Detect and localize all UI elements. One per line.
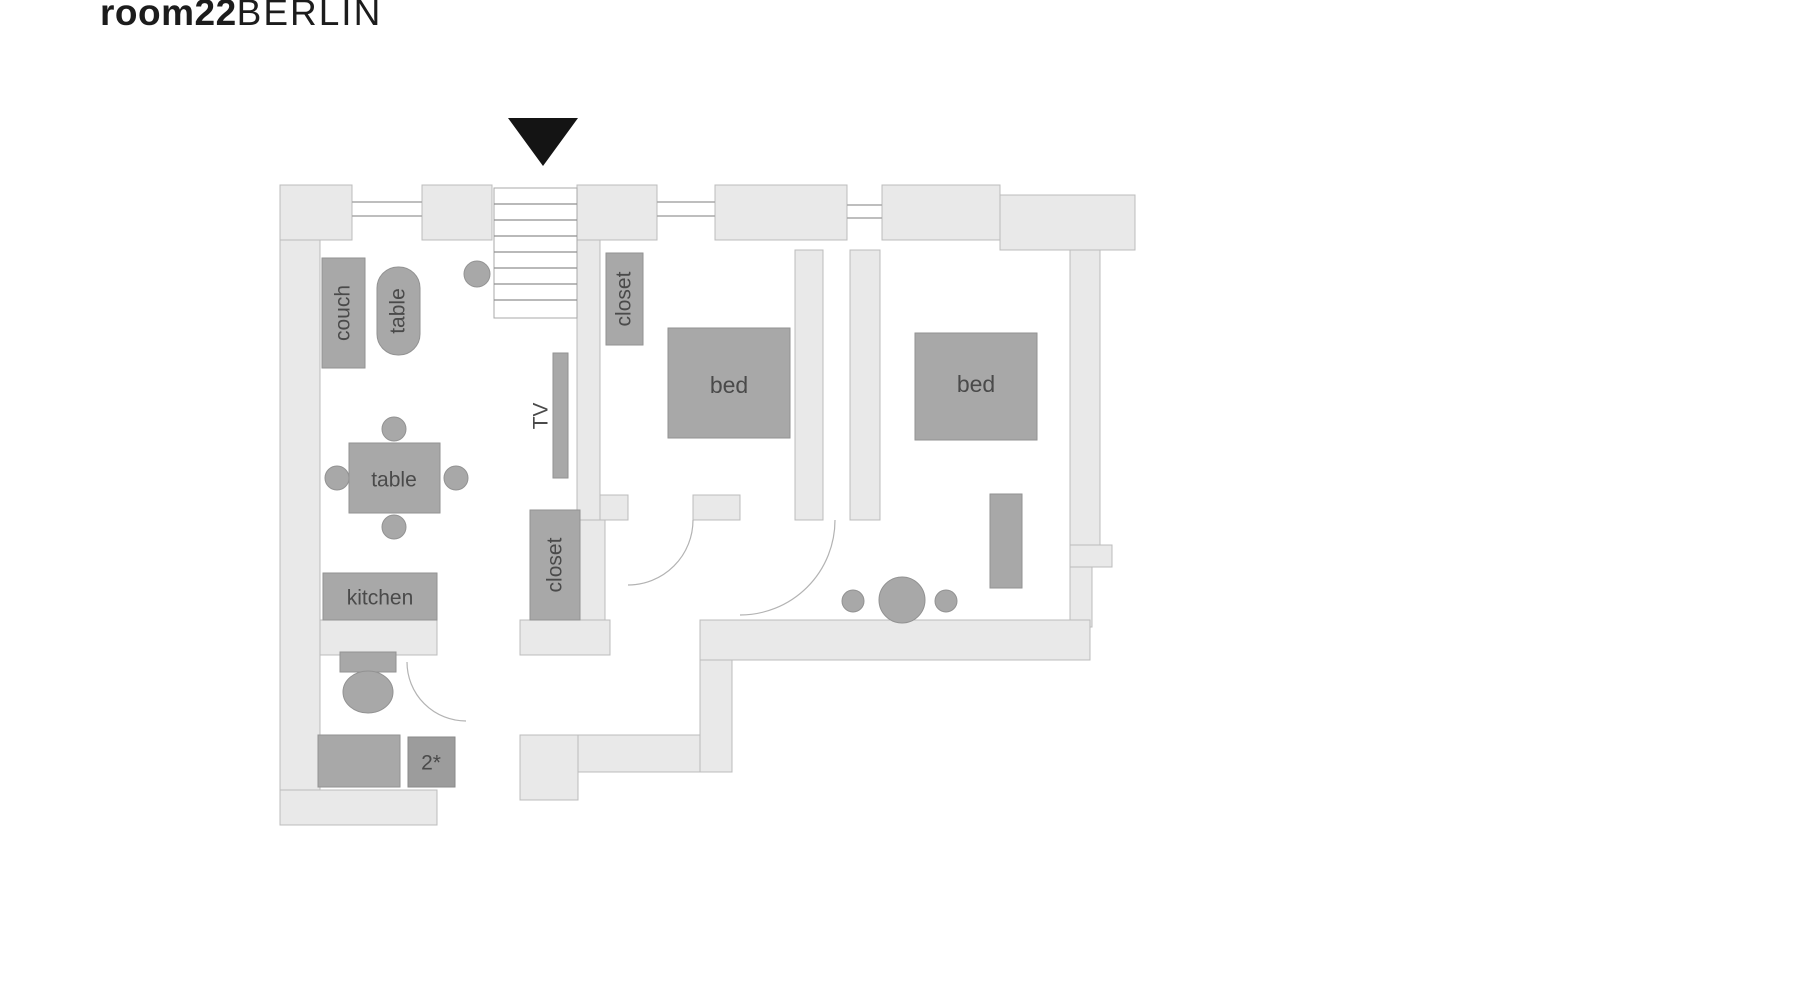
tv-label: TV xyxy=(530,403,553,430)
bedroom2-table xyxy=(878,576,926,624)
brand-name-light: BERLIN xyxy=(236,0,383,33)
bedroom2-stool xyxy=(841,589,865,613)
bed-2-label: bed xyxy=(957,371,995,397)
bed-2 xyxy=(914,332,1038,441)
entrance-arrow-icon xyxy=(508,118,578,166)
doors xyxy=(406,519,836,722)
bedroom1-closet xyxy=(605,252,644,346)
wall-top-a xyxy=(279,184,353,241)
bedroom2-stool xyxy=(934,589,958,613)
couch xyxy=(321,257,366,369)
side-table xyxy=(376,266,421,356)
hall-closet xyxy=(529,509,581,621)
walls xyxy=(279,184,1136,826)
wall-left xyxy=(279,184,321,826)
wall-closet-band xyxy=(519,619,611,656)
bed-1-label: bed xyxy=(710,372,748,398)
toilet-tank xyxy=(339,651,397,673)
wall-bottom-left xyxy=(279,789,438,826)
bathroom-sink-counter xyxy=(317,734,401,788)
wall-bedroom1-left-lower xyxy=(579,519,606,621)
wall-kitchen-band xyxy=(319,619,438,656)
chair xyxy=(381,416,407,442)
wall-right-bump xyxy=(1069,544,1113,568)
dining-table xyxy=(348,442,441,514)
staircase-outline xyxy=(493,187,578,319)
wall-bedroom1-left xyxy=(576,239,601,521)
stool xyxy=(463,260,491,288)
wall-top-b xyxy=(421,184,493,241)
toilet-bowl xyxy=(342,670,394,714)
wall-hall-connector xyxy=(699,659,733,773)
door-arc-bedroom2 xyxy=(739,519,836,616)
bed-1 xyxy=(667,327,791,439)
chair xyxy=(443,465,469,491)
door-arc-bedroom1 xyxy=(627,519,694,586)
wall-hall-step xyxy=(519,734,579,801)
kitchen-label: kitchen xyxy=(347,587,414,610)
bedroom1-closet-label: closet xyxy=(613,271,636,326)
side-table-label: table xyxy=(387,288,410,334)
wall-right-upper xyxy=(1069,249,1101,546)
chair xyxy=(324,465,350,491)
chair xyxy=(381,514,407,540)
hall-closet-label: closet xyxy=(544,537,567,592)
wall-top-e xyxy=(881,184,1001,241)
couch-label: couch xyxy=(332,285,355,341)
door-arc-bathroom xyxy=(406,661,467,722)
windows xyxy=(352,201,882,219)
staircase xyxy=(493,187,578,319)
wall-bedroom2-left xyxy=(849,249,881,521)
wall-top-right xyxy=(999,194,1136,251)
brand-logo: room22BERLIN xyxy=(100,0,382,34)
kitchen-counter xyxy=(322,572,438,621)
wall-top-c xyxy=(576,184,658,241)
tv xyxy=(552,352,569,479)
bathroom-note-label: 2* xyxy=(421,752,441,775)
wall-bedroom1-bottom-b xyxy=(692,494,741,521)
bathroom-note-box xyxy=(407,736,456,788)
wall-bedroom1-bottom-a xyxy=(599,494,629,521)
bedroom2-dresser xyxy=(989,493,1023,589)
wall-bedroom1-right xyxy=(794,249,824,521)
wall-right-lower xyxy=(1069,566,1093,628)
wall-bottom-right-band xyxy=(699,619,1091,661)
dining-table-label: table xyxy=(371,469,417,492)
wall-top-d xyxy=(714,184,848,241)
brand-name-bold: room22 xyxy=(100,0,237,33)
